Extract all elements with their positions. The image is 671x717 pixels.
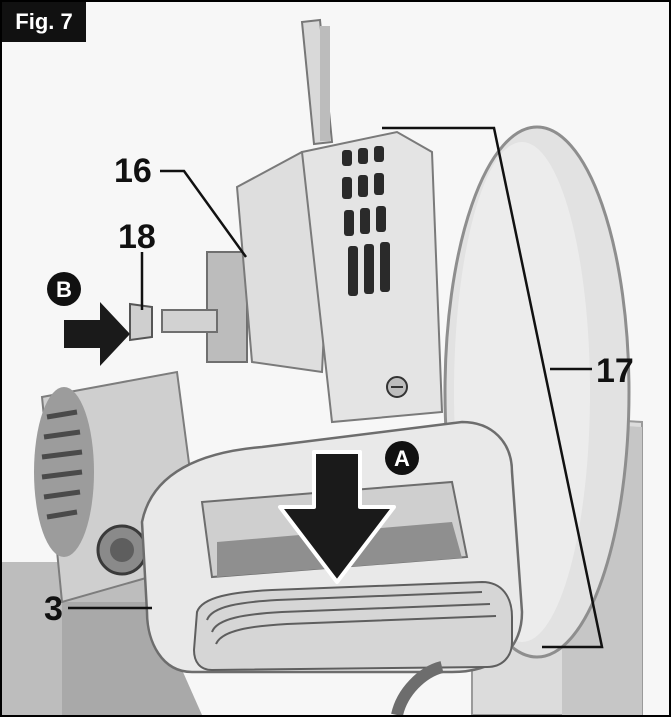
marker-b-label: B — [56, 277, 72, 302]
callout-16: 16 — [114, 152, 152, 190]
marker-a-label: A — [394, 446, 410, 471]
handle-grip — [192, 580, 513, 672]
figure-label: Fig. 7 — [2, 2, 86, 42]
marker-b-circle — [47, 272, 81, 306]
power-cable — [391, 661, 444, 715]
spindle-lock-button — [129, 302, 153, 342]
arrow-b — [64, 302, 130, 366]
bracket-17 — [382, 126, 604, 649]
callout-3: 3 — [44, 590, 63, 628]
base-shadow — [62, 602, 202, 715]
arrow-a — [278, 450, 396, 584]
marker-a-circle — [385, 441, 419, 475]
callout-18: 18 — [118, 218, 156, 256]
upper-arm-vents — [342, 146, 390, 296]
motor-knob-center — [110, 538, 134, 562]
leader-lines — [68, 126, 604, 649]
spindle-shaft — [161, 309, 218, 333]
callout-17: 17 — [596, 352, 634, 390]
motor-vents — [41, 409, 83, 520]
spindle-housing — [206, 251, 248, 363]
leader-16 — [160, 169, 248, 258]
top-lever-rod — [320, 26, 330, 141]
handle-grip-lines — [206, 591, 497, 645]
